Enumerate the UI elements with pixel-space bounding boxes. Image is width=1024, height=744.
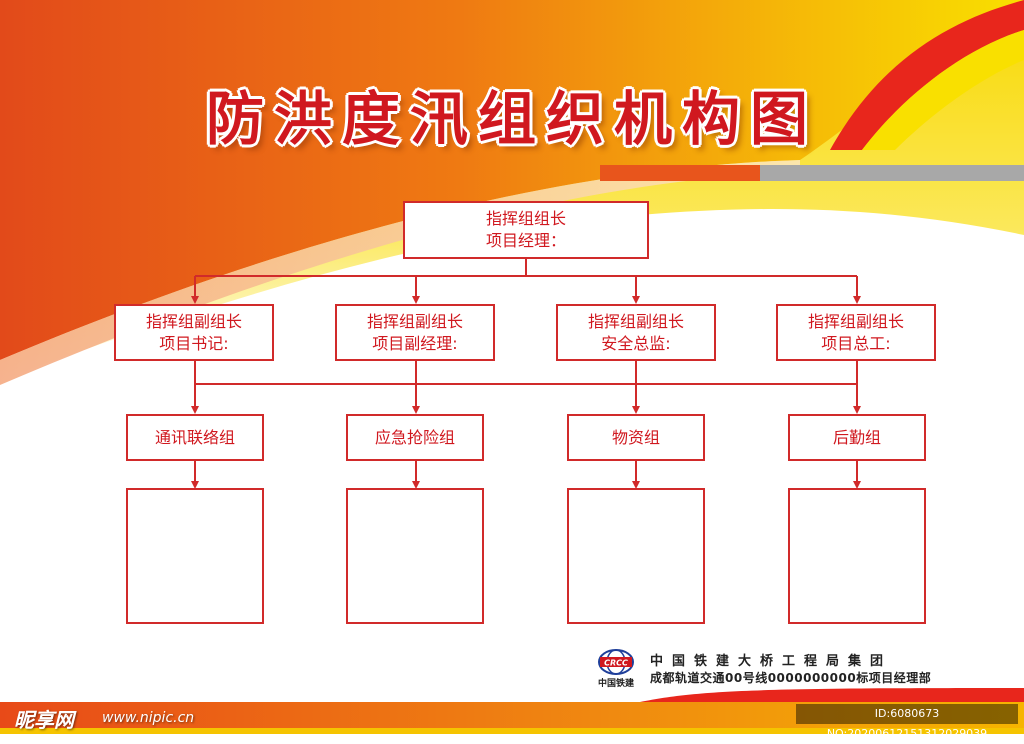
group-box-communication: 通讯联络组	[126, 414, 264, 461]
group-box-emergency: 应急抢险组	[346, 414, 484, 461]
member-box-emergency	[346, 488, 484, 624]
deputy-box-safety-director: 指挥组副组长 安全总监:	[556, 304, 716, 361]
watermark-id: ID:6080673 NO:20200612151312029039	[796, 704, 1018, 740]
crcc-logo-icon: CRCC	[598, 649, 634, 675]
deputy-title: 项目总工:	[821, 333, 891, 353]
group-label: 后勤组	[832, 427, 881, 447]
project-department: 成都轨道交通00号线0000000000标项目经理部	[650, 671, 932, 685]
logo-caption: 中国铁建	[597, 679, 634, 689]
group-box-logistics: 后勤组	[788, 414, 926, 461]
watermark-url: www.nipic.cn	[102, 710, 195, 726]
page-title: 防洪度汛组织机构图	[205, 85, 818, 153]
commander-title: 项目经理：	[485, 231, 566, 250]
member-box-logistics	[788, 488, 926, 624]
member-box-materials	[567, 488, 705, 624]
deputy-box-chief-engineer: 指挥组副组长 项目总工:	[776, 304, 936, 361]
company-name: 中国铁建大桥工程局集团	[650, 654, 893, 669]
deputy-box-vice-manager: 指挥组副组长 项目副经理:	[335, 304, 495, 361]
group-label: 物资组	[611, 427, 660, 447]
commander-role: 指挥组组长	[485, 209, 566, 228]
deputy-title: 项目书记:	[159, 333, 229, 353]
member-box-communication	[126, 488, 264, 624]
group-box-materials: 物资组	[567, 414, 705, 461]
deputy-role: 指挥组副组长	[587, 311, 684, 331]
deputy-title: 安全总监:	[601, 333, 671, 353]
commander-box: 指挥组组长 项目经理：	[403, 201, 649, 259]
group-label: 应急抢险组	[374, 427, 455, 447]
watermark-brand: 昵享网	[14, 708, 74, 732]
deputy-role: 指挥组副组长	[145, 311, 242, 331]
logo-mark-text: CRCC	[604, 659, 628, 668]
group-label: 通讯联络组	[154, 427, 235, 447]
deputy-box-secretary: 指挥组副组长 项目书记:	[114, 304, 274, 361]
deputy-title: 项目副经理:	[372, 333, 458, 353]
deputy-role: 指挥组副组长	[366, 311, 463, 331]
deputy-role: 指挥组副组长	[807, 311, 904, 331]
